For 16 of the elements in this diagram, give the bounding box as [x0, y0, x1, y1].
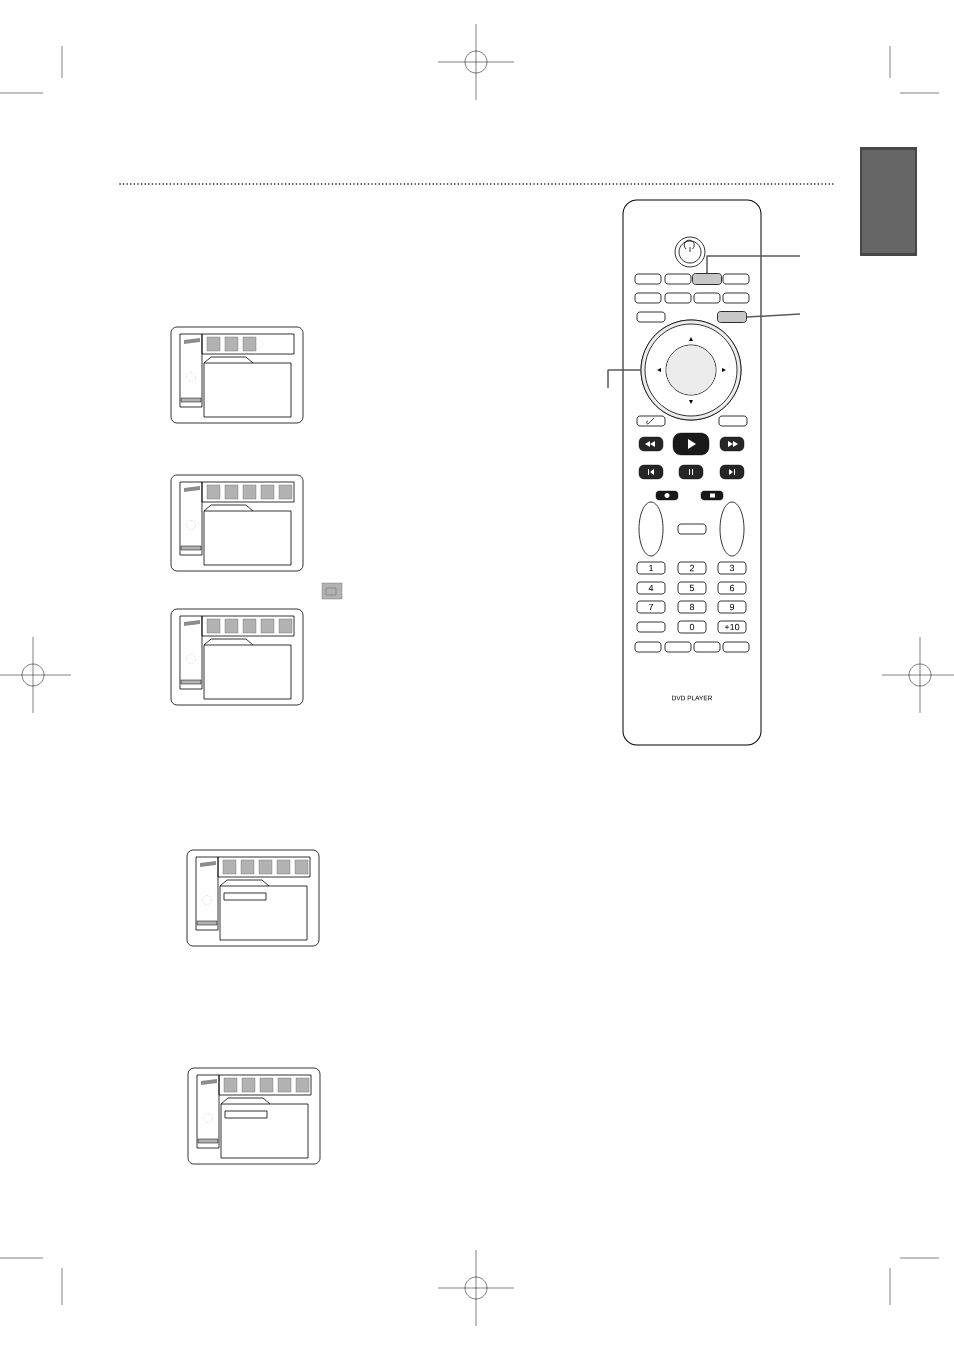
number-button: 4 — [636, 581, 666, 595]
number-button: 2 — [677, 561, 707, 575]
number-button: 8 — [677, 600, 707, 614]
number-button: 6 — [717, 581, 747, 595]
leader-line — [746, 313, 801, 318]
leader-line — [706, 255, 801, 274]
number-button: 3 — [717, 561, 747, 575]
highlighted-button — [692, 273, 722, 285]
number-button: 9 — [717, 600, 747, 614]
number-button: 7 — [636, 600, 666, 614]
number-button: 5 — [677, 581, 707, 595]
number-button: 1 — [636, 561, 666, 575]
number-button: 0 — [677, 620, 707, 634]
highlighted-button — [717, 311, 747, 323]
number-button: +10 — [717, 620, 747, 634]
leader-line — [607, 369, 642, 389]
